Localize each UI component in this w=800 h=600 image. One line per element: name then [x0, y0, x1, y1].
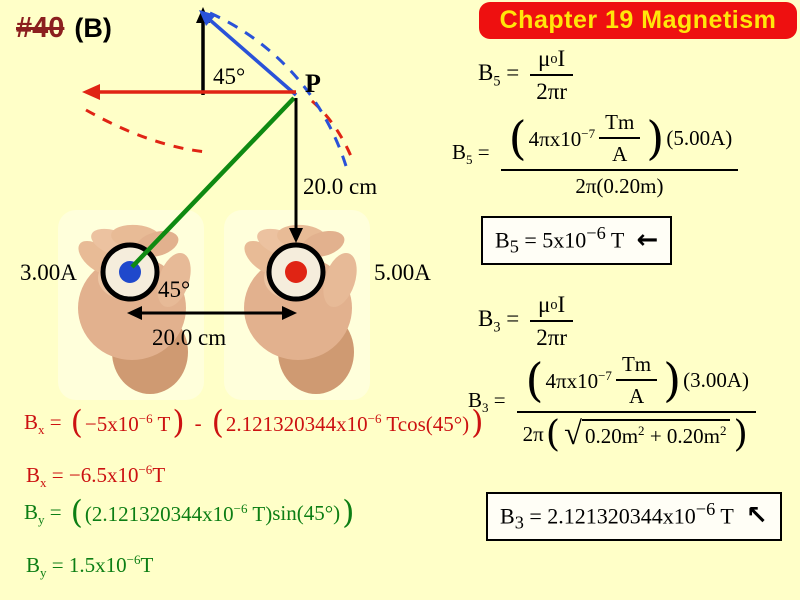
fraction-denominator: 2πr	[530, 74, 573, 105]
radical-icon: √	[564, 416, 582, 453]
problem-number: #40	[16, 12, 65, 44]
bx-term1: −5x10−6 T	[84, 410, 171, 436]
paren: (	[545, 412, 561, 455]
up-left-arrow-icon: ↖	[745, 501, 768, 532]
by-lhs: By =	[24, 499, 62, 527]
paren: )	[172, 405, 185, 441]
paren: (	[70, 405, 83, 441]
b3-formula-lhs: B3 =	[478, 306, 520, 336]
fraction-numerator: Tm	[621, 352, 652, 376]
fraction-numerator: ( 4πx10−7 Tm A ) (3.00A)	[517, 352, 755, 411]
mu-coefficient: 4πx10−7	[545, 367, 612, 393]
b3-substitution-lhs: B3 =	[468, 388, 506, 416]
problem-part: (B)	[74, 13, 112, 43]
fraction-denominator: 2π(0.20m)	[500, 169, 739, 199]
vertical-distance-arrow	[289, 98, 303, 243]
denominator-prefix: 2π	[522, 421, 544, 446]
paren: (	[525, 353, 544, 408]
b5-direction-arrow	[82, 84, 296, 100]
b3-result-box: B3 = 2.121320344x10−6 T ↖	[486, 492, 782, 541]
paren: (	[211, 405, 224, 441]
fraction-numerator: Tm	[605, 110, 635, 134]
current-right-label: 5.00A	[374, 260, 431, 285]
by-equation-2: By = 1.5x10−6T	[26, 552, 153, 581]
b5-result-box: B5 = 5x10−6 T ←	[481, 216, 673, 265]
problem-header: #40 (B)	[16, 12, 112, 45]
chapter-banner: Chapter 19 Magnetism	[479, 2, 797, 39]
b5-substitution-fraction: ( 4πx10−7 Tm A ) (5.00A) 2π(0.20m)	[500, 110, 739, 199]
field-line-wire5-dashed-left	[85, 108, 207, 154]
b5-substitution: B5 = ( 4πx10−7 Tm A ) (5.00A) 2π(0.20m)	[452, 110, 742, 199]
angle-wire-label: 45°	[158, 277, 190, 302]
point-p-label: P	[305, 69, 321, 98]
wire-5A-current-dot	[285, 261, 307, 283]
paren: )	[646, 111, 665, 166]
horizontal-distance-arrow	[127, 306, 297, 320]
paren: (	[70, 495, 83, 531]
wire-3A	[100, 242, 160, 302]
field-line-wire5-dashed-right	[311, 99, 355, 162]
by-equation-1: By = ( (2.121320344x10−6 T) sin(45°) )	[24, 495, 356, 531]
by-function: sin(45°)	[272, 501, 341, 526]
b3-result: B3 = 2.121320344x10−6 T	[500, 499, 734, 533]
bx-term2: 2.121320344x10−6 Tcos(45°)	[225, 410, 470, 436]
fraction-denominator: 2πr	[530, 320, 573, 351]
bx-equation-1: Bx = ( −5x10−6 T ) - ( 2.121320344x10−6 …	[24, 405, 485, 441]
angle-top-label: 45°	[213, 64, 245, 89]
bx-lhs: Bx =	[24, 409, 62, 437]
fraction-denominator: A	[615, 379, 658, 409]
b5-result: B5 = 5x10−6 T	[495, 223, 625, 257]
current-factor: (5.00A)	[666, 126, 733, 150]
fraction-denominator: A	[599, 137, 641, 167]
b5-substitution-lhs: B5 =	[452, 140, 490, 168]
paren: )	[733, 412, 748, 455]
b3-direction-arrow	[199, 10, 298, 97]
fraction-denominator: 2π ( √ 0.20m2 + 0.20m2 )	[516, 411, 756, 455]
bx-result: Bx = −6.5x10−6T	[26, 462, 166, 491]
horizontal-distance-label: 20.0 cm	[152, 325, 226, 350]
units-fraction: Tm A	[599, 110, 641, 167]
paren: (	[508, 111, 527, 166]
current-factor: (3.00A)	[683, 368, 750, 392]
fraction-numerator: ( 4πx10−7 Tm A ) (5.00A)	[501, 110, 739, 169]
square-root: √ 0.20m2 + 0.20m2	[564, 416, 730, 453]
b3-substitution: B3 = ( 4πx10−7 Tm A ) (3.00A) 2π ( √ 0.2…	[468, 352, 760, 453]
left-arrow-icon: ←	[636, 225, 659, 256]
wire-5A	[266, 242, 326, 302]
left-hand-photo	[58, 210, 204, 400]
b5-formula-lhs: B5 =	[478, 60, 520, 90]
by-value: (2.121320344x10−6 T)	[84, 500, 273, 526]
vertical-distance-label: 20.0 cm	[303, 174, 377, 199]
bx-equation-2: Bx = −6.5x10−6T	[26, 462, 165, 491]
field-line-wire3-dashed	[209, 11, 348, 167]
minus-operator: -	[194, 411, 202, 436]
radius-line-wire3-to-p	[130, 96, 296, 269]
paren: )	[342, 495, 355, 531]
b3-substitution-fraction: ( 4πx10−7 Tm A ) (3.00A) 2π ( √ 0.20m2 +…	[516, 352, 756, 455]
radicand: 0.20m2 + 0.20m2	[581, 419, 730, 449]
magnetic-field-diagram: P 45° 20.0 cm 45° 20.0 cm 3.00A 5.00A	[20, 7, 431, 400]
current-left-label: 3.00A	[20, 260, 77, 285]
by-result: By = 1.5x10−6T	[26, 552, 154, 581]
paren: )	[471, 405, 484, 441]
paren: )	[663, 353, 682, 408]
mu-coefficient: 4πx10−7	[528, 125, 596, 151]
units-fraction: Tm A	[615, 352, 658, 409]
